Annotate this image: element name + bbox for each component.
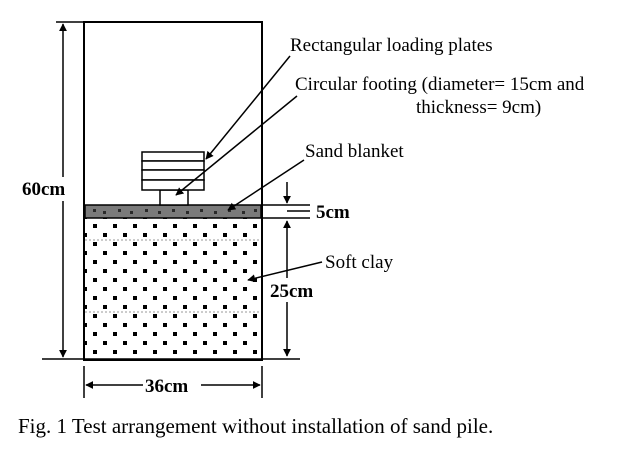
soft-clay-label: Soft clay [325, 252, 394, 273]
clay-depth-label: 25cm [270, 281, 313, 302]
plates-label: Rectangular loading plates [290, 35, 493, 56]
total-height-label: 60cm [22, 179, 65, 200]
sand-blanket-texture [93, 209, 257, 214]
test-tank [83, 21, 263, 361]
sand-blanket-leader-arrow [227, 159, 305, 211]
footing-label-line2: thickness= 9cm) [416, 97, 541, 118]
tank-width-label: 36cm [145, 376, 188, 397]
sand-thickness-label: 5cm [316, 202, 350, 223]
footing-leader-arrow [175, 95, 298, 196]
figure-caption: Fig. 1 Test arrangement without installa… [18, 414, 494, 438]
tank-width-label-bg [143, 373, 201, 397]
sand-blanket-label: Sand blanket [305, 141, 404, 162]
plates-leader-arrow [205, 55, 291, 160]
clay-depth-label-bg [270, 278, 322, 302]
soft-clay-layer [85, 218, 261, 359]
footing-label-line1: Circular footing (diameter= 15cm and [295, 74, 585, 95]
circular-footing [159, 189, 189, 206]
rectangular-loading-plates [141, 151, 205, 191]
total-height-label-bg [20, 177, 72, 201]
